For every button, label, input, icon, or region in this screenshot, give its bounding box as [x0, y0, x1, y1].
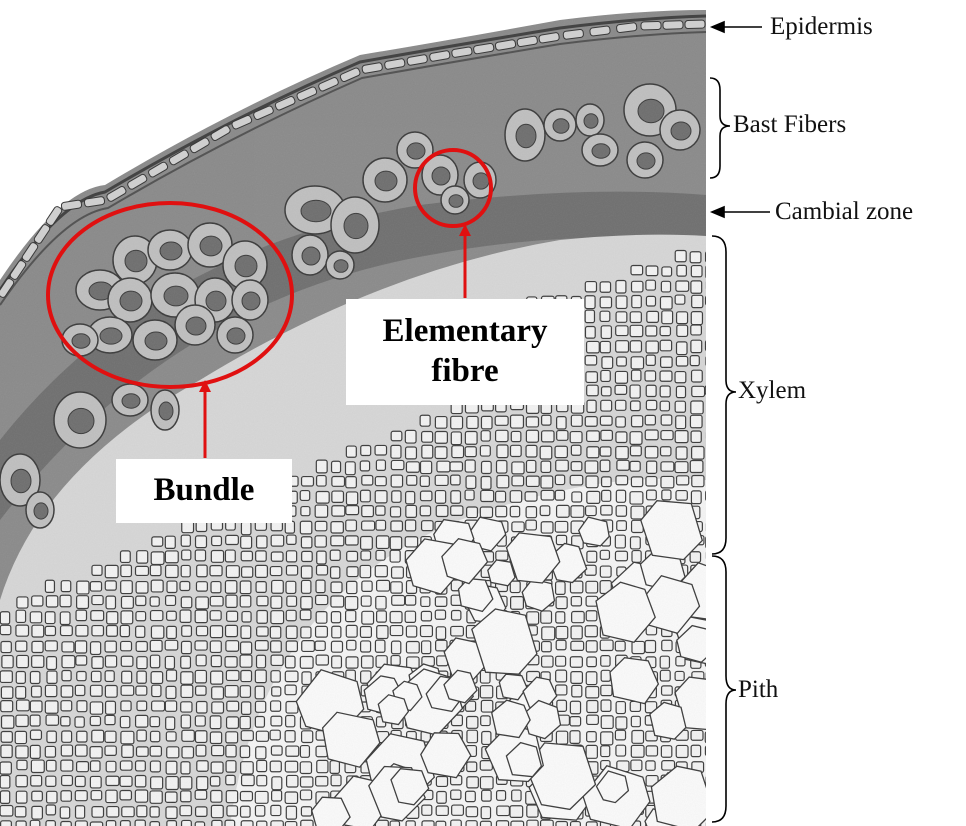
- bundle-callout: Bundle: [116, 459, 292, 523]
- xylem-cell: [706, 280, 716, 290]
- xylem-cell: [707, 415, 720, 424]
- xylem-cell: [706, 522, 717, 532]
- xylem-cell: [707, 370, 720, 382]
- xylem-cell: [707, 325, 717, 337]
- xylem-cell: [707, 566, 716, 579]
- xylem-cell: [705, 610, 715, 622]
- xylem-cell: [705, 746, 717, 756]
- bundle-callout-text: Bundle: [154, 471, 255, 511]
- xylem-cell: [705, 732, 716, 743]
- xylem-brace: [712, 236, 736, 554]
- xylem-cell: [706, 672, 717, 681]
- xylem-cell: [706, 596, 718, 608]
- xylem-cell: [706, 776, 719, 786]
- label-epidermis: Epidermis: [770, 14, 873, 39]
- label-xylem: Xylem: [738, 378, 806, 403]
- epidermis-cell: [663, 21, 683, 30]
- pith-brace: [712, 556, 736, 822]
- xylem-cell: [705, 790, 715, 802]
- xylem-cell: [707, 761, 720, 773]
- xylem-cell: [707, 716, 719, 726]
- xylem-cell: [706, 685, 719, 696]
- epidermis-arrowhead: [712, 22, 724, 32]
- xylem-cell: [707, 505, 720, 516]
- elementary-fibre-callout-line1: Elementary: [383, 312, 548, 352]
- xylem-cell: [706, 536, 718, 548]
- stem-body: [0, 0, 734, 826]
- epidermis-cell: [641, 21, 661, 30]
- cambial-arrowhead: [712, 207, 724, 217]
- xylem-cell: [705, 657, 717, 667]
- elementary-fibre-callout: Elementary fibre: [346, 299, 584, 405]
- epidermis-cell: [685, 20, 705, 29]
- xylem-cell: [707, 461, 718, 471]
- label-bast-fibers: Bast Fibers: [733, 112, 846, 137]
- xylem-cell: [706, 265, 716, 278]
- xylem-cell: [706, 491, 718, 501]
- xylem-cell: [707, 445, 717, 456]
- xylem-cell: [707, 431, 717, 440]
- label-pith: Pith: [738, 677, 778, 702]
- xylem-cell: [706, 356, 715, 366]
- label-cambial-zone: Cambial zone: [775, 199, 913, 224]
- xylem-cell: [705, 386, 717, 395]
- xylem-cell: [707, 401, 719, 411]
- paper-grain: [0, 0, 706, 826]
- xylem-cell: [707, 311, 718, 320]
- xylem-cell: [705, 627, 717, 639]
- xylem-cell: [707, 701, 719, 712]
- xylem-cell: [706, 806, 718, 816]
- xylem-cell: [706, 296, 717, 305]
- elementary-fibre-callout-line2: fibre: [431, 352, 498, 392]
- bast-fibers-brace: [710, 78, 730, 178]
- xylem-cell: [707, 580, 719, 589]
- xylem-cell: [705, 642, 718, 652]
- xylem-cell: [707, 477, 718, 489]
- xylem-cell: [706, 252, 717, 263]
- xylem-cell: [705, 340, 718, 350]
